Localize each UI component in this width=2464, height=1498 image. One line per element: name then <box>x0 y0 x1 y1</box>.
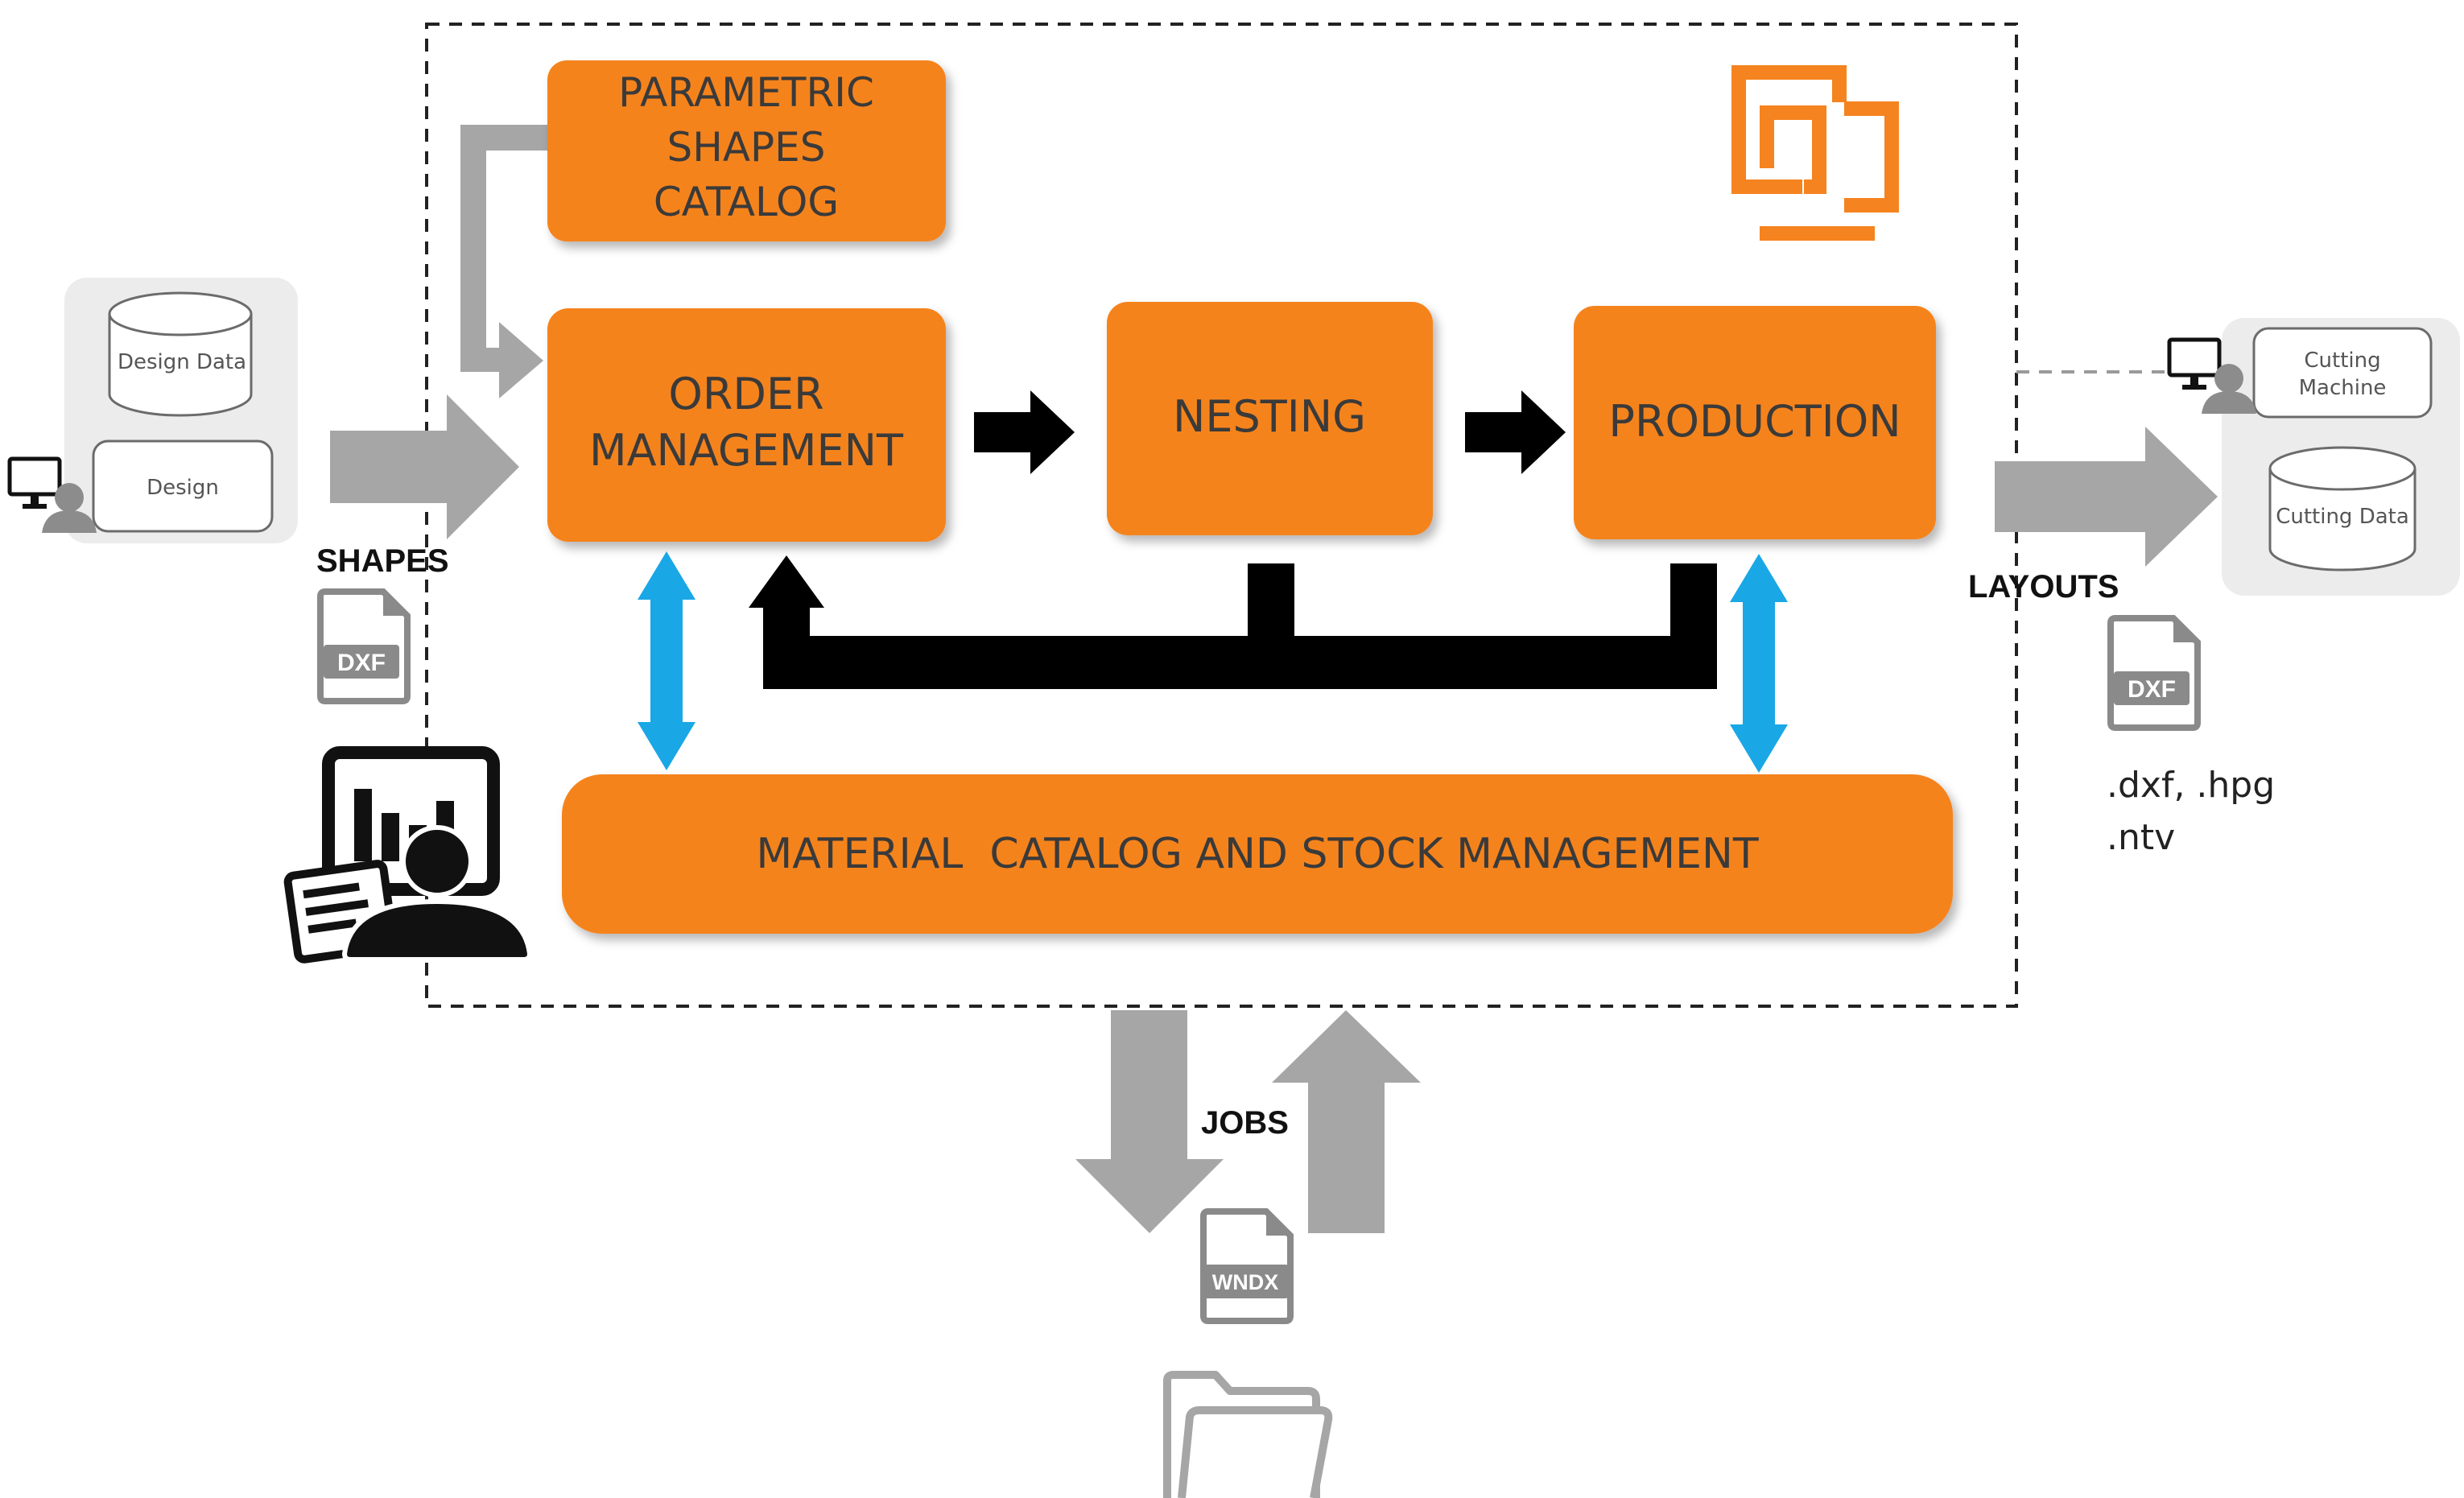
folder-icon <box>1163 1371 1333 1498</box>
production-box[interactable]: PRODUCTION <box>1574 306 1936 539</box>
jobs-export-arrow <box>1075 1010 1224 1233</box>
parametric-shapes-catalog-box[interactable]: PARAMETRIC SHAPES CATALOG <box>547 60 946 241</box>
jobs-import-arrow <box>1272 1010 1421 1233</box>
parametric-line-2: SHAPES <box>667 124 825 171</box>
user-computer-icon <box>2167 337 2256 414</box>
cutting-machine-line-2: Machine <box>2299 376 2387 400</box>
cutting-data-label: Cutting Data <box>2276 505 2409 529</box>
order-line-1: ORDER <box>668 369 823 419</box>
nesting-label: NESTING <box>1173 391 1366 442</box>
production-stock-sync-arrow <box>1730 554 1788 773</box>
nesting-to-production-arrow <box>1465 390 1566 474</box>
layouts-output-arrow <box>1995 427 2218 567</box>
order-line-2: MANAGEMENT <box>589 425 904 476</box>
shapes-input-arrow <box>330 394 519 539</box>
cutting-data-cylinder: Cutting Data <box>2268 446 2417 572</box>
brand-logo-icon <box>1731 65 1899 241</box>
design-box <box>92 439 274 533</box>
order-stock-sync-arrow <box>638 551 695 770</box>
parametric-line-3: CATALOG <box>654 179 839 225</box>
material-catalog-label: MATERIAL CATALOG AND STOCK MANAGEMENT <box>756 830 1759 878</box>
order-management-box[interactable]: ORDER MANAGEMENT <box>547 308 946 542</box>
cutting-machine-line-1: Cutting <box>2304 349 2380 373</box>
design-panel: Design Data Design <box>64 278 298 543</box>
dxf-file-icon: DXF <box>2107 615 2201 731</box>
shapes-label: SHAPES <box>316 543 449 579</box>
cutting-machine-box <box>2252 327 2433 419</box>
design-data-label: Design Data <box>118 350 246 374</box>
dxf-file-icon: DXF <box>317 588 411 704</box>
material-catalog-box[interactable]: MATERIAL CATALOG AND STOCK MANAGEMENT <box>562 774 1953 934</box>
parametric-line-1: PARAMETRIC <box>618 69 874 116</box>
production-label: PRODUCTION <box>1608 396 1901 447</box>
wndx-file-label: WNDX <box>1212 1270 1279 1294</box>
feedback-arrow <box>749 555 1717 689</box>
extensions-line-2: .ntv <box>2107 817 2175 858</box>
jobs-label: JOBS <box>1201 1105 1289 1141</box>
layouts-label: LAYOUTS <box>1968 569 2119 605</box>
catalog-to-order-arrow <box>460 125 547 398</box>
design-label: Design <box>147 476 219 500</box>
analyst-dashboard-icon <box>283 746 533 964</box>
user-computer-icon <box>7 456 97 533</box>
dxf-file-label: DXF <box>337 650 386 676</box>
extensions-line-1: .dxf, .hpg <box>2107 765 2275 806</box>
cutting-panel: Cutting Machine Cutting Data <box>2222 318 2460 596</box>
order-to-nesting-arrow <box>974 390 1075 474</box>
nesting-box[interactable]: NESTING <box>1107 302 1433 535</box>
wndx-file-icon: WNDX <box>1200 1208 1294 1324</box>
dxf-file-label: DXF <box>2128 676 2176 703</box>
design-data-cylinder: Design Data <box>108 291 253 417</box>
